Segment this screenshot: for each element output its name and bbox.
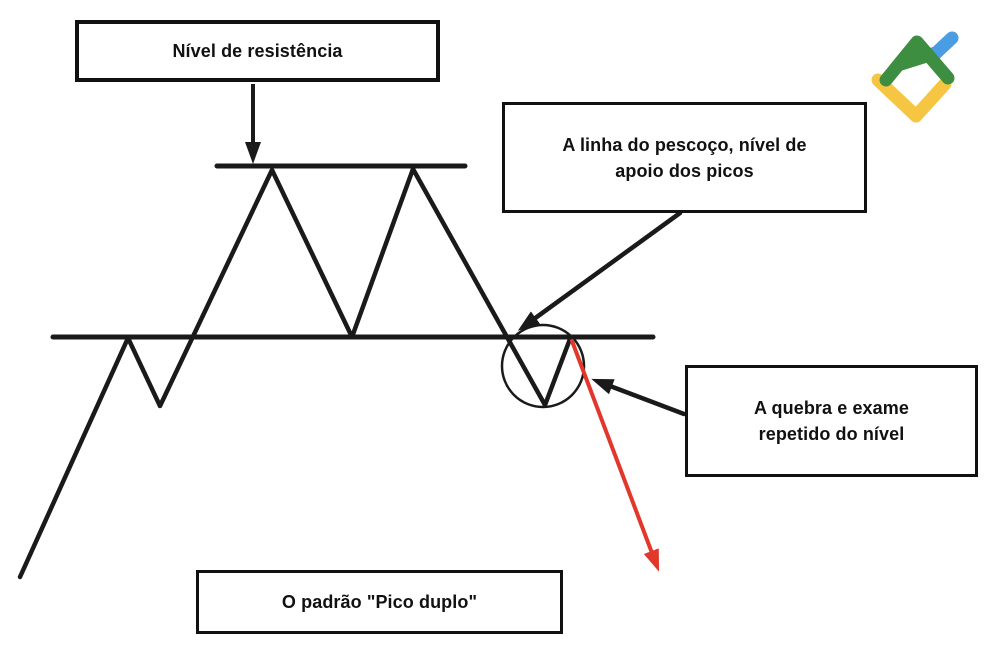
neckline-annotation-arrow [517,210,683,331]
price-zigzag-path [17,166,573,580]
breakout-arrow-red [570,339,660,572]
resistance-callout-box: Nível de resistência [75,20,440,82]
resistance-callout-label: Nível de resistência [172,41,343,61]
neckline-callout-label: A linha do pescoço, nível de apoio dos p… [562,134,807,181]
retest-annotation-arrow [591,378,687,417]
logo-green-peak [879,35,955,87]
logo-blue-tip [929,31,959,60]
neckline-callout-box: A linha do pescoço, nível de apoio dos p… [502,102,867,213]
retest-callout-label: A quebra e exame repetido do nível [753,398,909,444]
logo-yellow-check [871,73,952,123]
pattern-title-label: O padrão "Pico duplo" [281,592,478,612]
litefinance-logo [871,31,959,123]
pattern-title-box: O padrão "Pico duplo" [196,570,563,634]
retest-callout-box: A quebra e exame repetido do nível [685,365,978,477]
retest-circle [500,323,586,409]
